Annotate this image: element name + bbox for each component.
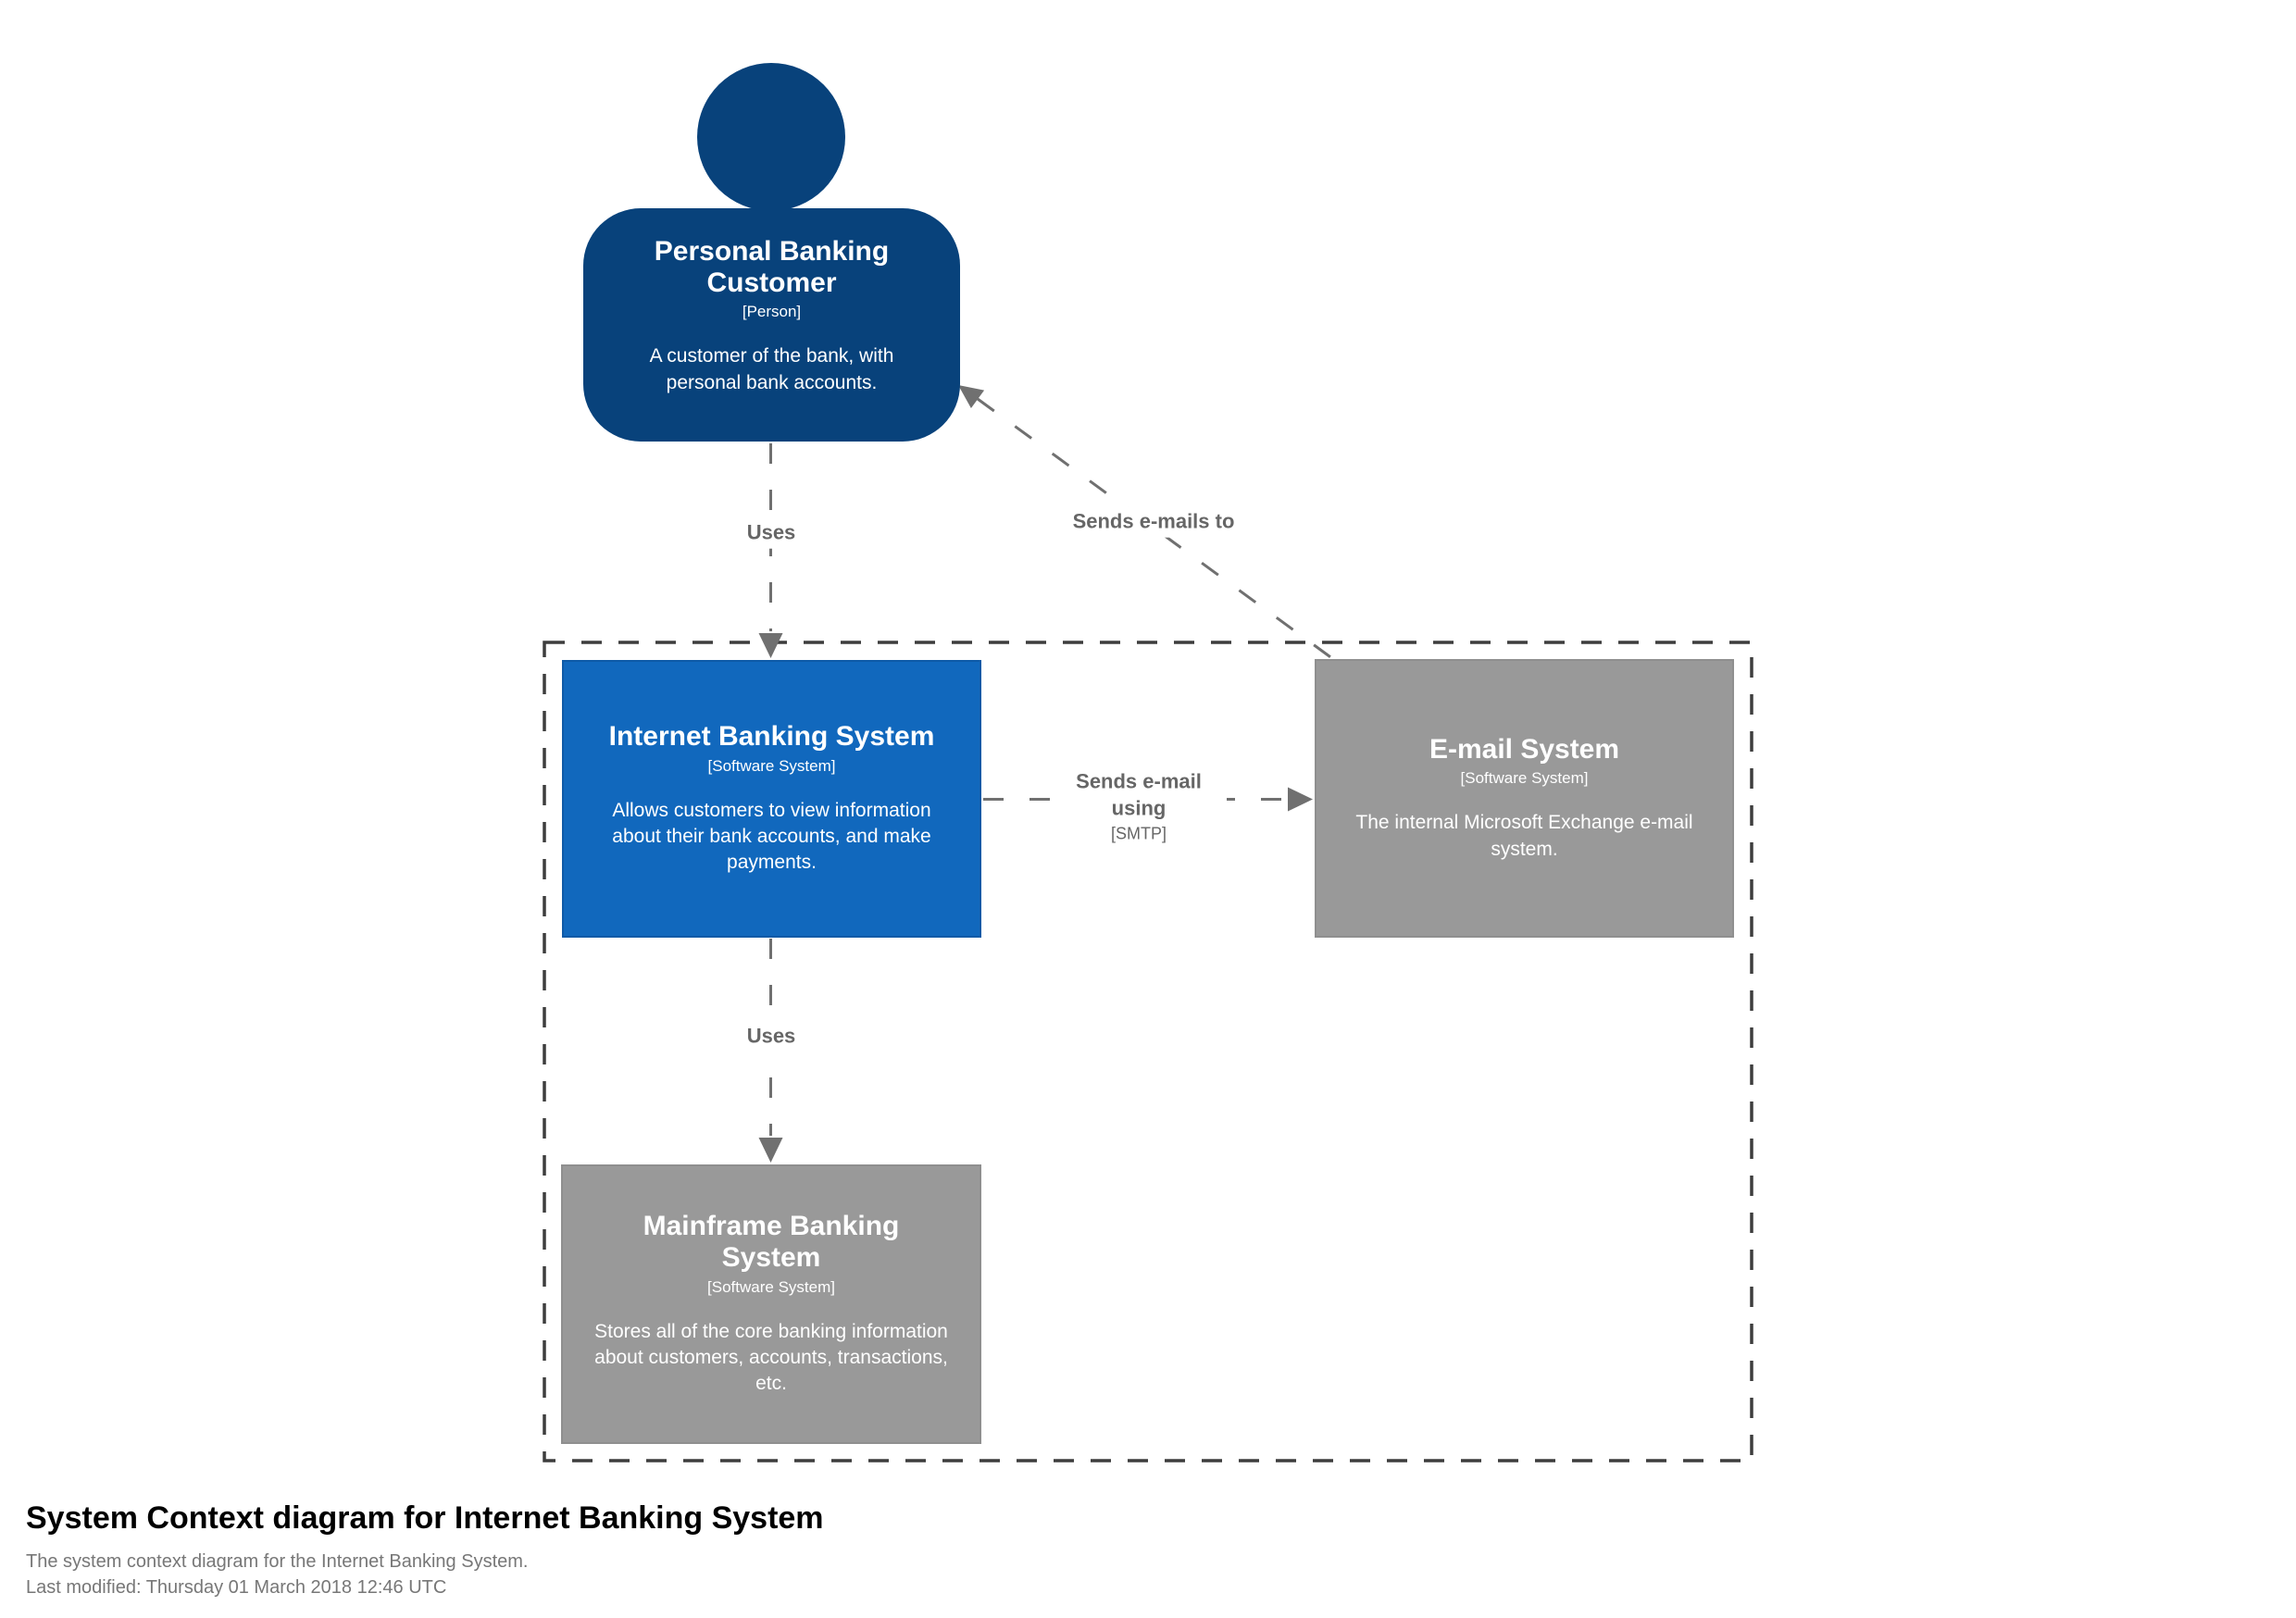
person-body[interactable]: Personal Banking Customer [Person] A cus… [583,208,960,442]
diagram-title: System Context diagram for Internet Bank… [26,1500,824,1536]
person-description: A customer of the bank, with personal ba… [649,345,894,393]
diagram-last-modified: Last modified: Thursday 01 March 2018 12… [26,1577,447,1598]
relationship-label-sends-emails-to: Sends e-mails to [1065,506,1242,538]
system-description: Stores all of the core banking informati… [594,1320,948,1395]
relationship-person-uses-ibs [758,443,783,658]
system-name: Internet Banking System [608,721,935,753]
system-type: [Software System] [707,756,836,775]
relationship-label-uses-bottom: Uses [739,1021,804,1052]
system-type: [Software System] [707,1277,835,1296]
arrowhead-right-icon [1288,787,1313,812]
person-head-icon [697,63,845,211]
diagram-title-block: System Context diagram for Internet Bank… [26,1500,824,1600]
relationship-label-uses-top: Uses [739,517,804,549]
system-node-internet-banking[interactable]: Internet Banking System [Software System… [562,660,981,938]
enterprise-boundary [543,641,1753,1462]
system-description: Allows customers to view information abo… [612,799,931,874]
system-node-email[interactable]: E-mail System [Software System] The inte… [1315,659,1734,938]
system-name: E-mail System [1429,733,1620,765]
person-name: Personal Banking Customer [654,236,890,298]
relationship-technology: [SMTP] [1110,824,1167,843]
relationship-label-sends-email-using: Sends e-mail using [SMTP] [1051,766,1227,848]
diagram-description: The system context diagram for the Inter… [26,1551,529,1572]
system-name: Mainframe Banking System [643,1211,900,1273]
relationship-email-sends-to-person [958,385,1334,661]
system-type: [Software System] [1460,769,1589,788]
person-type: [Person] [742,303,802,321]
system-description: The internal Microsoft Exchange e-mail s… [1355,812,1693,860]
relationship-label-text: Sends e-mail using [1076,769,1202,820]
arrowhead-down-icon [758,633,783,658]
arrowhead-upleft-icon [958,385,985,408]
arrowhead-down-icon [758,1138,783,1163]
system-node-mainframe-banking[interactable]: Mainframe Banking System [Software Syste… [561,1164,981,1444]
